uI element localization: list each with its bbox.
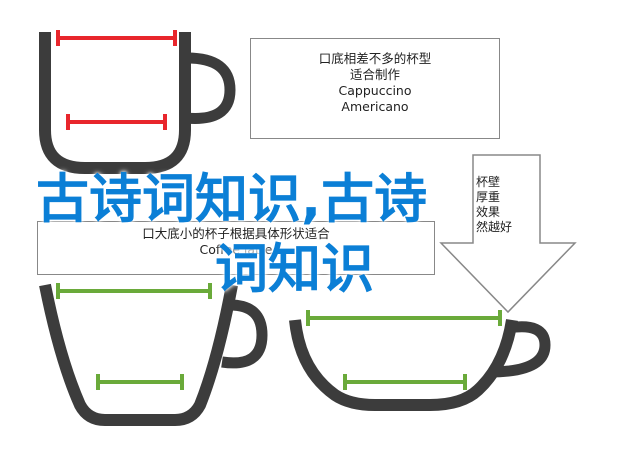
red-measure-top <box>56 30 177 46</box>
green-measure-narrow <box>343 374 467 390</box>
green-measure-bottom <box>96 374 184 390</box>
note-top-line-2: 适合制作 <box>349 67 400 82</box>
note-top-line-1: 口底相差不多的杯型 <box>318 51 432 66</box>
green-measure-wide <box>306 310 502 326</box>
red-measure-bottom <box>66 114 167 130</box>
arrow-note-line-1: 杯壁 <box>476 175 501 189</box>
note-box-middle: 口大底小的杯子根据具体形状适合 Coffee latte <box>37 221 435 275</box>
overlay-title-line-1: 古诗词知识,古诗 <box>36 169 428 230</box>
note-top-line-4: Americano <box>341 99 409 114</box>
cup-top-left-icon <box>39 30 236 174</box>
arrow-down-icon <box>439 154 577 314</box>
note-mid-line-1: 口大底小的杯子根据具体形状适合 <box>142 226 330 241</box>
overlay-title-line-2: 词知识 <box>215 239 374 300</box>
arrow-note-line-2: 厚重 <box>476 190 501 204</box>
arrow-note-line-4: 然越好 <box>476 220 513 234</box>
note-box-top: 口底相差不多的杯型 适合制作 Cappuccino Americano <box>250 38 500 139</box>
cup-bottom-left-icon <box>39 283 268 426</box>
green-measure-top <box>56 283 212 299</box>
arrow-note: 杯壁 厚重 效果 然越好 <box>476 175 540 235</box>
cup-bottom-right-icon <box>289 310 551 411</box>
note-mid-line-2: Coffee latte <box>199 242 273 257</box>
arrow-note-line-3: 效果 <box>476 205 501 219</box>
note-top-line-3: Cappuccino <box>338 83 412 98</box>
